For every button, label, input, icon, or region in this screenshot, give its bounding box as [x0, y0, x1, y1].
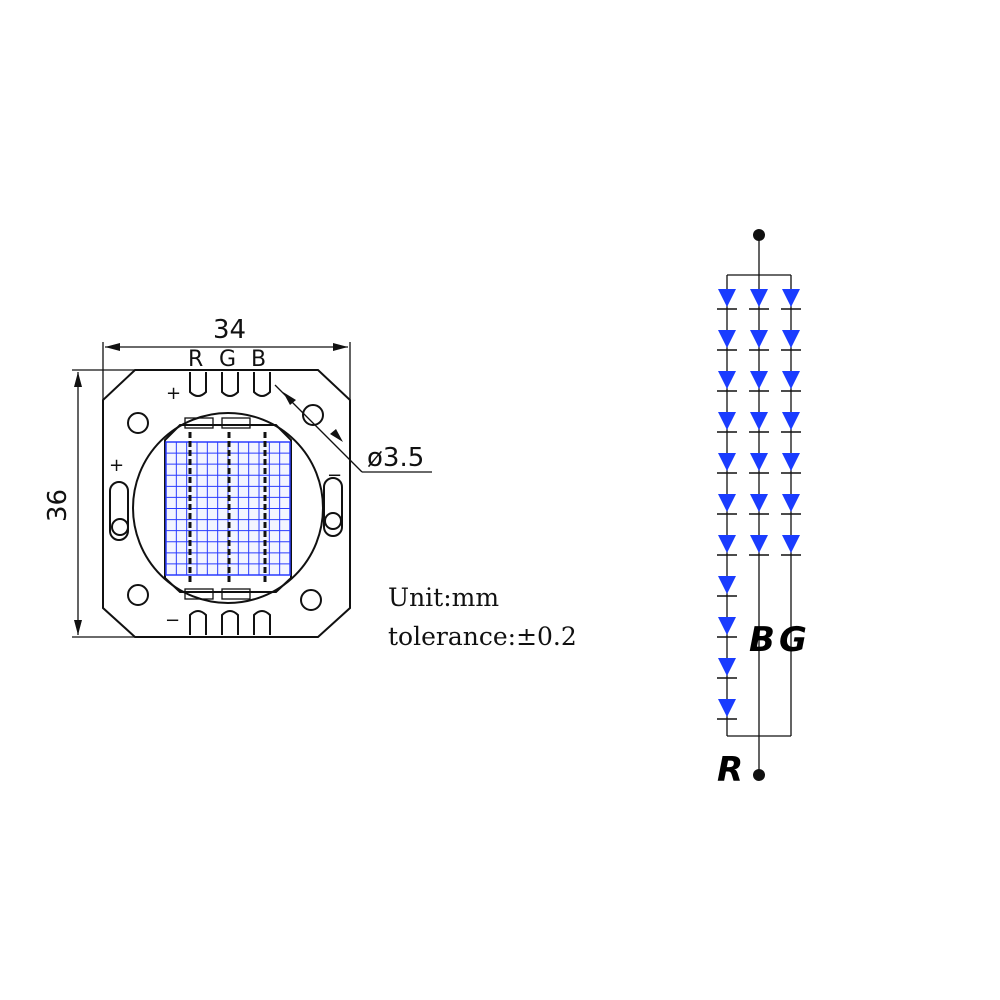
led-diode: [718, 535, 736, 553]
plus-left-label: +: [109, 455, 124, 476]
led-diode: [718, 699, 736, 717]
led-diode: [718, 371, 736, 389]
module-outline: [72, 342, 351, 638]
bottom-pins: [189, 610, 271, 635]
led-diode: [782, 289, 800, 307]
led-diode: [750, 371, 768, 389]
led-diode: [782, 330, 800, 348]
side-slots: [109, 477, 343, 541]
led-diode: [782, 535, 800, 553]
led-diode: [782, 412, 800, 430]
height-label: 36: [43, 489, 73, 522]
pin-label-r: R: [188, 347, 203, 372]
width-label: 34: [213, 315, 246, 345]
unit-note: Unit:mm: [388, 583, 499, 612]
led-diode: [750, 412, 768, 430]
led-diode: [718, 576, 736, 594]
led-diode: [782, 453, 800, 471]
led-diode: [750, 289, 768, 307]
top-pins: [189, 372, 271, 397]
led-diode: [718, 453, 736, 471]
tolerance-note: tolerance:±0.2: [388, 622, 577, 651]
led-diode: [718, 289, 736, 307]
led-diode: [718, 412, 736, 430]
led-diode: [718, 494, 736, 512]
led-schematic: [717, 229, 801, 781]
lens-circle: [132, 412, 324, 604]
plus-top-label: +: [166, 383, 181, 404]
led-diode: [750, 330, 768, 348]
minus-bottom-label: −: [165, 610, 180, 631]
led-diode: [750, 453, 768, 471]
pin-label-b: B: [251, 347, 266, 372]
led-diode: [750, 494, 768, 512]
hole-label: ø3.5: [367, 443, 424, 473]
led-diode: [718, 330, 736, 348]
channel-label-b: B: [749, 620, 775, 660]
height-dimension: 36: [43, 372, 82, 635]
pin-labels: R G B: [188, 347, 266, 372]
pin-label-g: G: [219, 347, 236, 372]
led-diode: [718, 658, 736, 676]
channel-label-r: R: [717, 750, 743, 790]
hole-dimension: ø3.5: [274, 384, 432, 473]
led-strings: [717, 275, 801, 736]
channel-label-g: G: [779, 620, 807, 660]
led-diode: [750, 535, 768, 553]
led-chip-grid: [165, 432, 291, 585]
minus-right-label: −: [327, 465, 342, 486]
led-diode: [782, 371, 800, 389]
led-diode: [718, 617, 736, 635]
led-diode: [782, 494, 800, 512]
width-dimension: 34: [105, 315, 348, 351]
inner-frame: [164, 417, 292, 600]
